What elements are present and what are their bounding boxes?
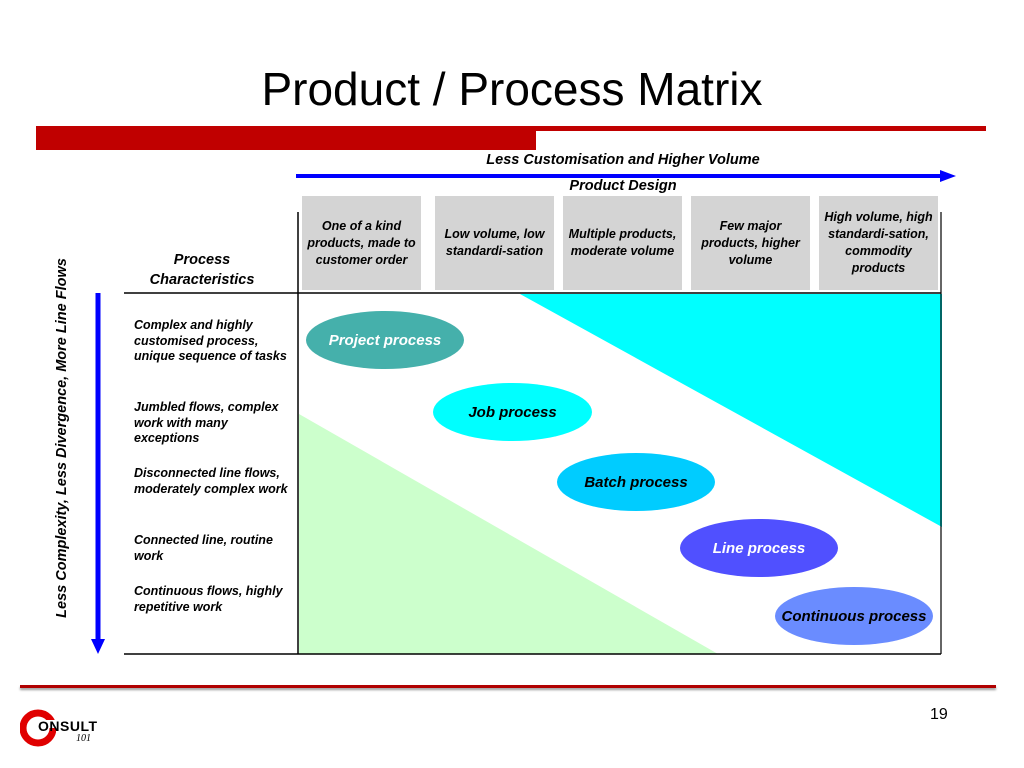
product-design-label: Product Design [569,178,677,194]
footer-red-line [20,685,996,688]
row-label-3: Disconnected line flows, moderately comp… [134,466,288,496]
process-characteristics-line: Characteristics [149,272,255,288]
vertical-axis-arrowhead [91,639,105,654]
continuous-process-ellipse: Continuous process [775,587,933,645]
page-number: 19 [930,706,948,723]
column-header-4: Few major products, higher volume [691,196,810,290]
lower-region [299,414,718,654]
logo-subtext: 101 [76,733,91,744]
job-process-ellipse: Job process [433,383,592,441]
logo-text: ONSULT [38,718,98,734]
line-process-ellipse: Line process [680,519,838,577]
slide-title: Product / Process Matrix [261,63,763,115]
process-characteristics-heading: Process Characteristics [124,250,280,290]
column-header-1: One of a kind products, made to customer… [302,196,421,290]
consult-logo-icon [20,709,56,747]
top-axis-label: Less Customisation and Higher Volume [486,152,760,168]
top-axis-arrow [296,170,956,182]
column-header-2: Low volume, low standardi-sation [435,196,554,290]
row-label-2: Jumbled flows, complex work with many ex… [134,400,279,445]
row-label-5: Continuous flows, highly repetitive work [134,584,283,614]
process-characteristics-line: Process [173,252,231,268]
column-header-5: High volume, high standardi-sation, comm… [819,196,938,290]
vertical-axis-text: Less Complexity, Less Divergence, More L… [54,258,70,618]
row-label-1: Complex and highly customised process, u… [134,318,287,363]
batch-process-ellipse: Batch process [557,453,715,511]
row-label-4: Connected line, routine work [134,533,273,563]
header-red-bar [36,126,536,150]
upper-region [520,294,942,527]
project-process-ellipse: Project process [306,311,464,369]
column-header-3: Multiple products, moderate volume [563,196,682,290]
